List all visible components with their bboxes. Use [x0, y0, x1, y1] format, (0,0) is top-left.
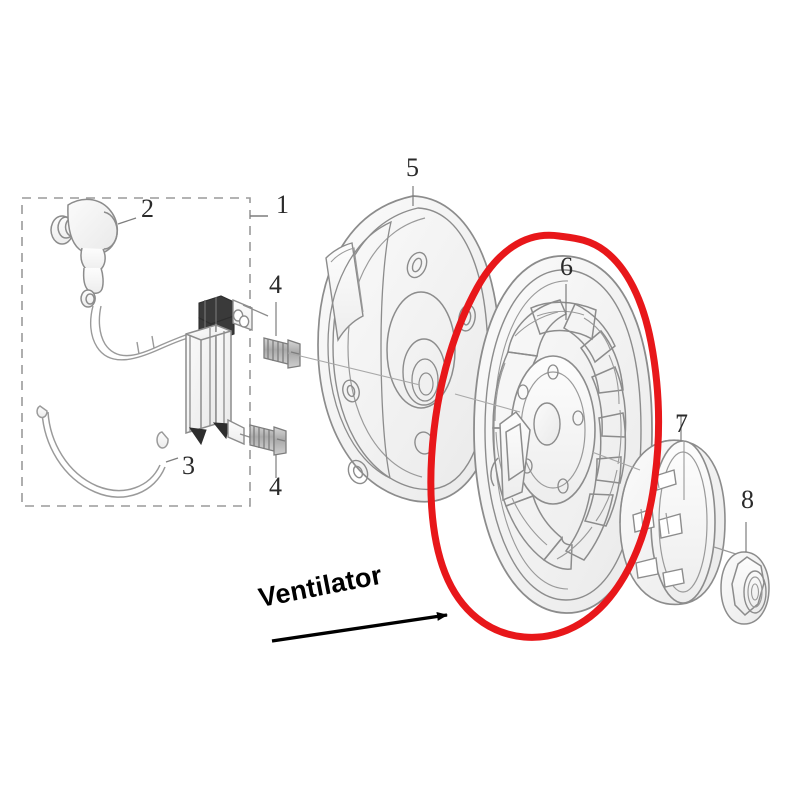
starter-cup-part	[619, 415, 743, 606]
callout-number-1: 1	[276, 190, 289, 219]
shaft-axis-line	[287, 352, 641, 471]
callout-number-4-upper: 4	[269, 270, 282, 299]
flange-nut-part	[720, 522, 770, 625]
bolt-lower-part	[249, 424, 287, 478]
flywheel-cover-part	[317, 186, 501, 503]
callout-number-6: 6	[560, 252, 573, 281]
flywheel-ventilator-part	[473, 255, 653, 614]
highlight-circle	[427, 231, 662, 641]
callout-number-4-lower: 4	[269, 472, 282, 501]
callout-number-5: 5	[406, 153, 419, 182]
bolt-upper-part	[263, 302, 301, 369]
callout-number-2: 2	[141, 194, 154, 223]
callout-number-8: 8	[741, 485, 754, 514]
callout-number-7: 7	[675, 409, 688, 438]
ignition-coil-part	[185, 295, 269, 446]
annotation-arrow	[271, 612, 448, 643]
hv-lead-wire	[89, 305, 198, 361]
magnet-block	[490, 410, 531, 502]
ground-wire-part	[36, 405, 179, 498]
spark-plug-cap-part	[50, 198, 137, 308]
callout-number-3: 3	[182, 451, 195, 480]
group-box-dashed	[21, 197, 268, 507]
